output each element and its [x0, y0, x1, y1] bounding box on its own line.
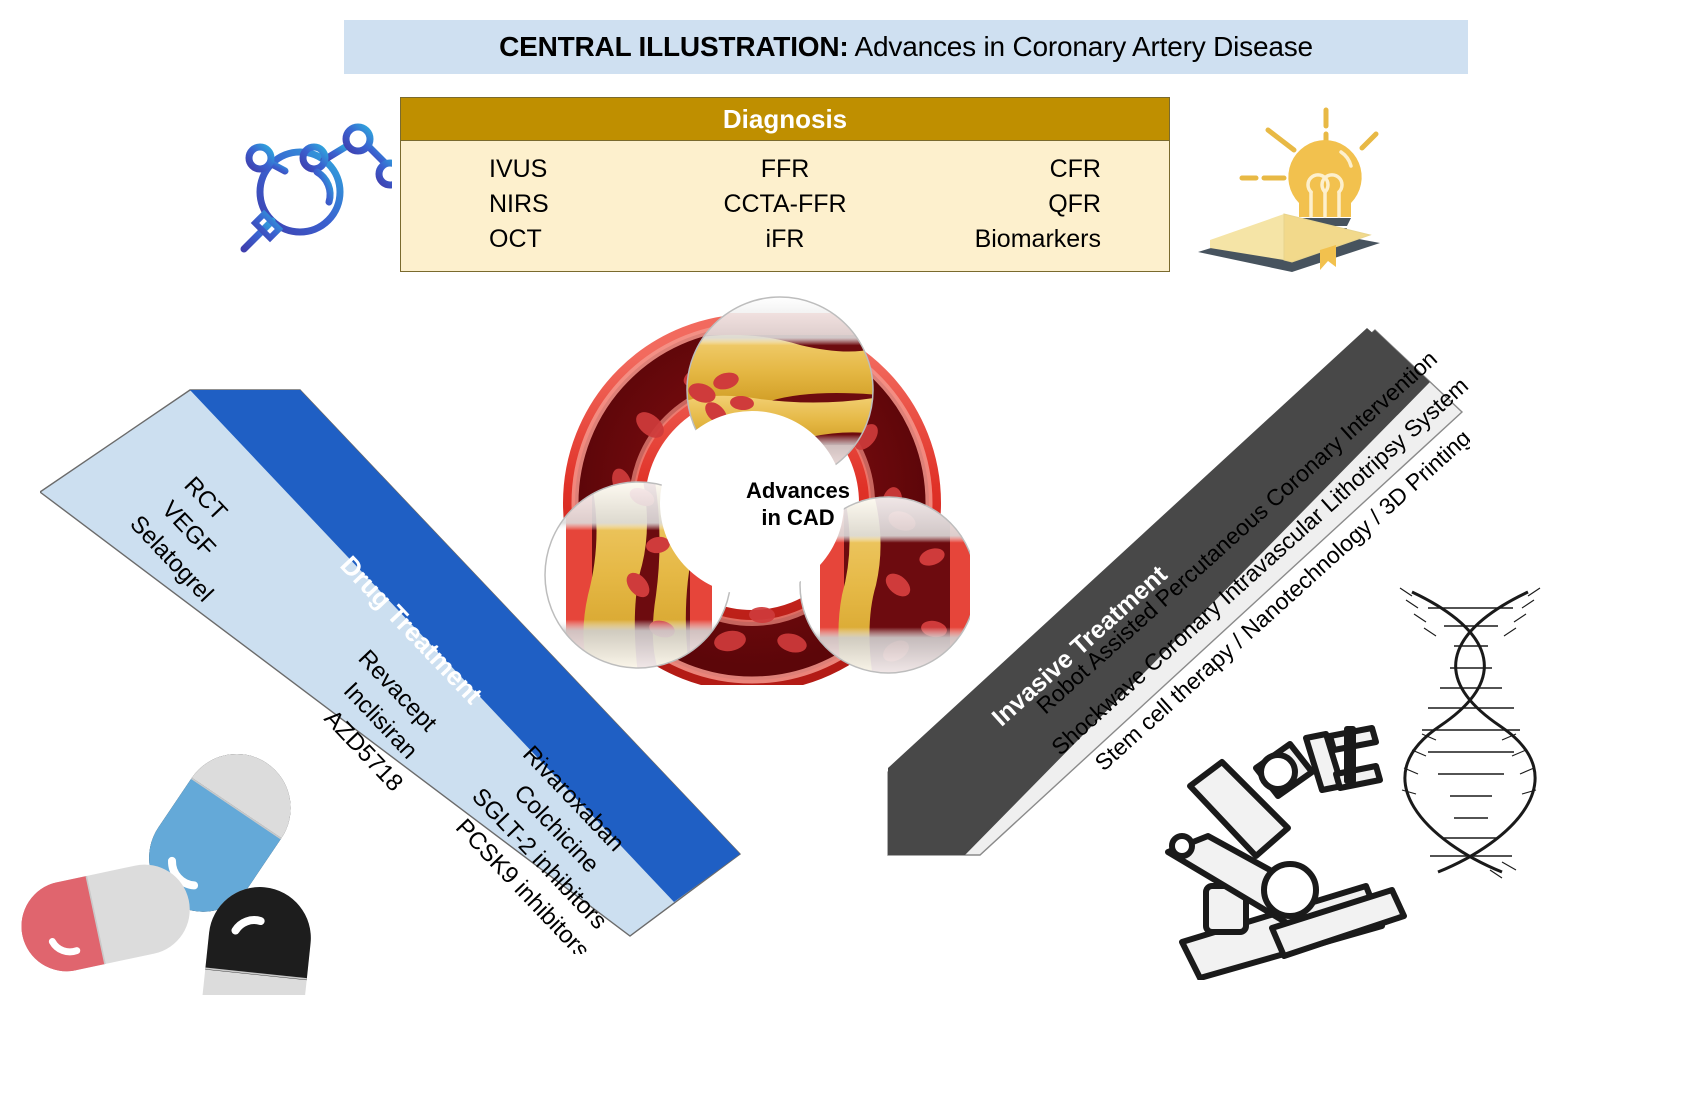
diagnosis-column-physiology: FFR CCTA-FFR iFR [663, 153, 907, 256]
lightbulb-book-icon [1180, 100, 1395, 275]
diagnosis-item: CCTA-FFR [723, 190, 847, 218]
invasive-treatment-banner: Invasive Treatment Robot Assisted Percut… [870, 320, 1476, 865]
diagnosis-item: iFR [765, 225, 805, 253]
invasive-item: Robot Assisted Percutaneous Coronary Int… [1031, 345, 1442, 719]
diagnosis-column-imaging: IVUS NIRS OCT [419, 153, 663, 256]
diagnosis-item: Biomarkers [974, 225, 1101, 253]
title-suffix: Advances in Coronary Artery Disease [848, 31, 1314, 62]
central-illustration-title-bar: CENTRAL ILLUSTRATION: Advances in Corona… [344, 20, 1468, 74]
diagnosis-item: QFR [1048, 190, 1101, 218]
diagnosis-item: NIRS [489, 190, 549, 218]
drug-treatment-banner: Drug Treatment RCT VEGF Selatogrel Revac… [38, 374, 780, 964]
diagnosis-panel: Diagnosis IVUS NIRS OCT FFR CCTA-FFR iFR… [400, 97, 1170, 272]
diagnosis-grid: IVUS NIRS OCT FFR CCTA-FFR iFR CFR QFR B… [401, 141, 1169, 256]
diagnosis-item: IVUS [489, 155, 548, 183]
diagnosis-header: Diagnosis [401, 98, 1169, 141]
diagnosis-item: FFR [760, 155, 810, 183]
diagnosis-column-other: CFR QFR Biomarkers [907, 153, 1151, 256]
title-prefix: CENTRAL ILLUSTRATION: [499, 31, 849, 62]
magnifier-network-icon [222, 108, 405, 258]
page-title: CENTRAL ILLUSTRATION: Advances in Corona… [499, 31, 1313, 63]
dna-helix-icon [1370, 580, 1570, 880]
diagnosis-item: OCT [489, 225, 542, 253]
robot-arm-icon [1160, 690, 1460, 981]
diagnosis-item: CFR [1049, 155, 1101, 183]
